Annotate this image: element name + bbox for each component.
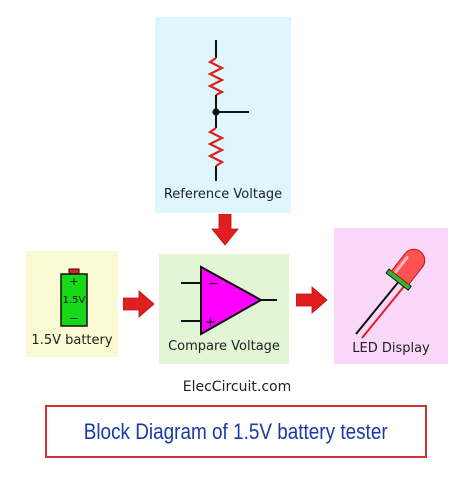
diagram-title: Block Diagram of 1.5V battery tester — [84, 418, 388, 444]
comparator-icon: − + — [181, 265, 277, 336]
battery-icon: + 1.5V − — [60, 268, 88, 327]
battery-label: 1.5V battery — [31, 333, 113, 348]
reference-voltage-label: Reference Voltage — [163, 187, 283, 202]
resistor-divider-icon — [207, 40, 249, 181]
compare-voltage-label: Compare Voltage — [168, 339, 280, 354]
led-icon — [355, 248, 426, 339]
comparator-plus-sign: + — [205, 315, 216, 330]
comparator-minus-sign: − — [208, 276, 220, 292]
battery-block: + 1.5V − 1.5V battery — [26, 251, 118, 357]
led-display-block: LED Display — [334, 228, 448, 364]
right-arrow-icon-compare-to-led — [296, 286, 328, 314]
battery-voltage-label: 1.5V — [63, 295, 86, 306]
led-display-label: LED Display — [352, 341, 430, 356]
reference-voltage-block: Reference Voltage — [155, 17, 291, 213]
right-arrow-icon-battery-to-compare — [123, 290, 155, 318]
battery-minus-sign: − — [69, 312, 78, 325]
down-arrow-icon — [211, 214, 239, 246]
compare-voltage-block: − + Compare Voltage — [159, 254, 289, 364]
site-credit: ElecCircuit.com — [182, 379, 292, 395]
battery-plus-sign: + — [69, 275, 78, 288]
title-box: Block Diagram of 1.5V battery tester — [45, 405, 427, 458]
